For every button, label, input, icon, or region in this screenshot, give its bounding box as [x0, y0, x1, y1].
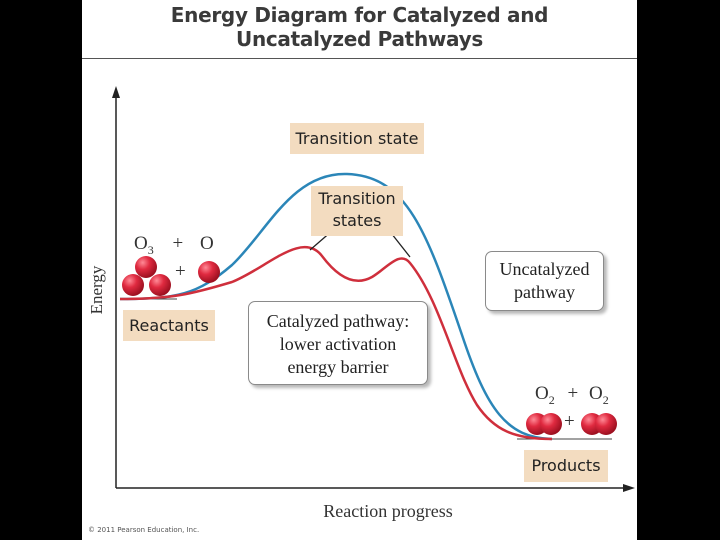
o3-molecule — [122, 256, 171, 296]
reactant-plus: + — [172, 233, 184, 254]
reactants-label: Reactants — [123, 310, 215, 341]
o3-symbol: O — [134, 233, 148, 254]
o2a-symbol: O — [535, 383, 549, 404]
title-divider — [82, 58, 637, 59]
energy-diagram: Energy Reaction progress — [87, 86, 635, 521]
reactants-text: Reactants — [129, 316, 209, 335]
transition-state-text: Transition state — [295, 129, 419, 148]
catalyzed-line-3: energy barrier — [287, 357, 389, 377]
o2b-subscript: 2 — [602, 392, 609, 407]
o3-subscript: 3 — [147, 242, 154, 257]
reactant-plus-2: + — [175, 261, 186, 282]
transition-states-line-1: Transition — [318, 189, 396, 208]
transition-states-label: Transition states — [311, 186, 403, 236]
page-title: Energy Diagram for Catalyzed and — [170, 3, 549, 27]
products-label: Products — [524, 450, 608, 482]
y-axis-label: Energy — [87, 265, 106, 314]
o-atom — [198, 261, 220, 283]
uncatalyzed-pathway-callout: Uncatalyzed pathway — [485, 251, 604, 311]
o2-molecule-1 — [526, 413, 562, 435]
catalyzed-curve — [119, 245, 553, 441]
o2a-subscript: 2 — [548, 392, 555, 407]
reactant-formula: O3 + O — [134, 233, 214, 258]
catalyzed-pathway-callout: Catalyzed pathway: lower activation ener… — [248, 301, 428, 385]
product-formula: O2 + O2 — [535, 383, 609, 408]
uncatalyzed-line-2: pathway — [514, 282, 575, 302]
page-title-line-2: Uncatalyzed Pathways — [236, 27, 483, 51]
o-symbol: O — [199, 233, 214, 254]
transition-state-label: Transition state — [290, 123, 424, 154]
transition-states-line-2: states — [332, 211, 382, 230]
y-axis-arrow — [112, 86, 120, 98]
o2b-symbol: O — [588, 383, 603, 404]
product-plus: + — [567, 383, 579, 404]
product-plus-2: + — [564, 411, 575, 432]
x-axis-label: Reaction progress — [323, 501, 452, 521]
x-axis-arrow — [623, 484, 635, 492]
o2-molecule-2 — [581, 413, 617, 435]
products-text: Products — [531, 456, 601, 475]
uncatalyzed-line-1: Uncatalyzed — [499, 259, 590, 279]
copyright-notice: © 2011 Pearson Education, Inc. — [88, 526, 200, 534]
slide: Energy Diagram for Catalyzed and Uncatal… — [82, 0, 637, 540]
catalyzed-line-1: Catalyzed pathway: — [266, 311, 410, 331]
catalyzed-line-2: lower activation — [279, 334, 397, 354]
